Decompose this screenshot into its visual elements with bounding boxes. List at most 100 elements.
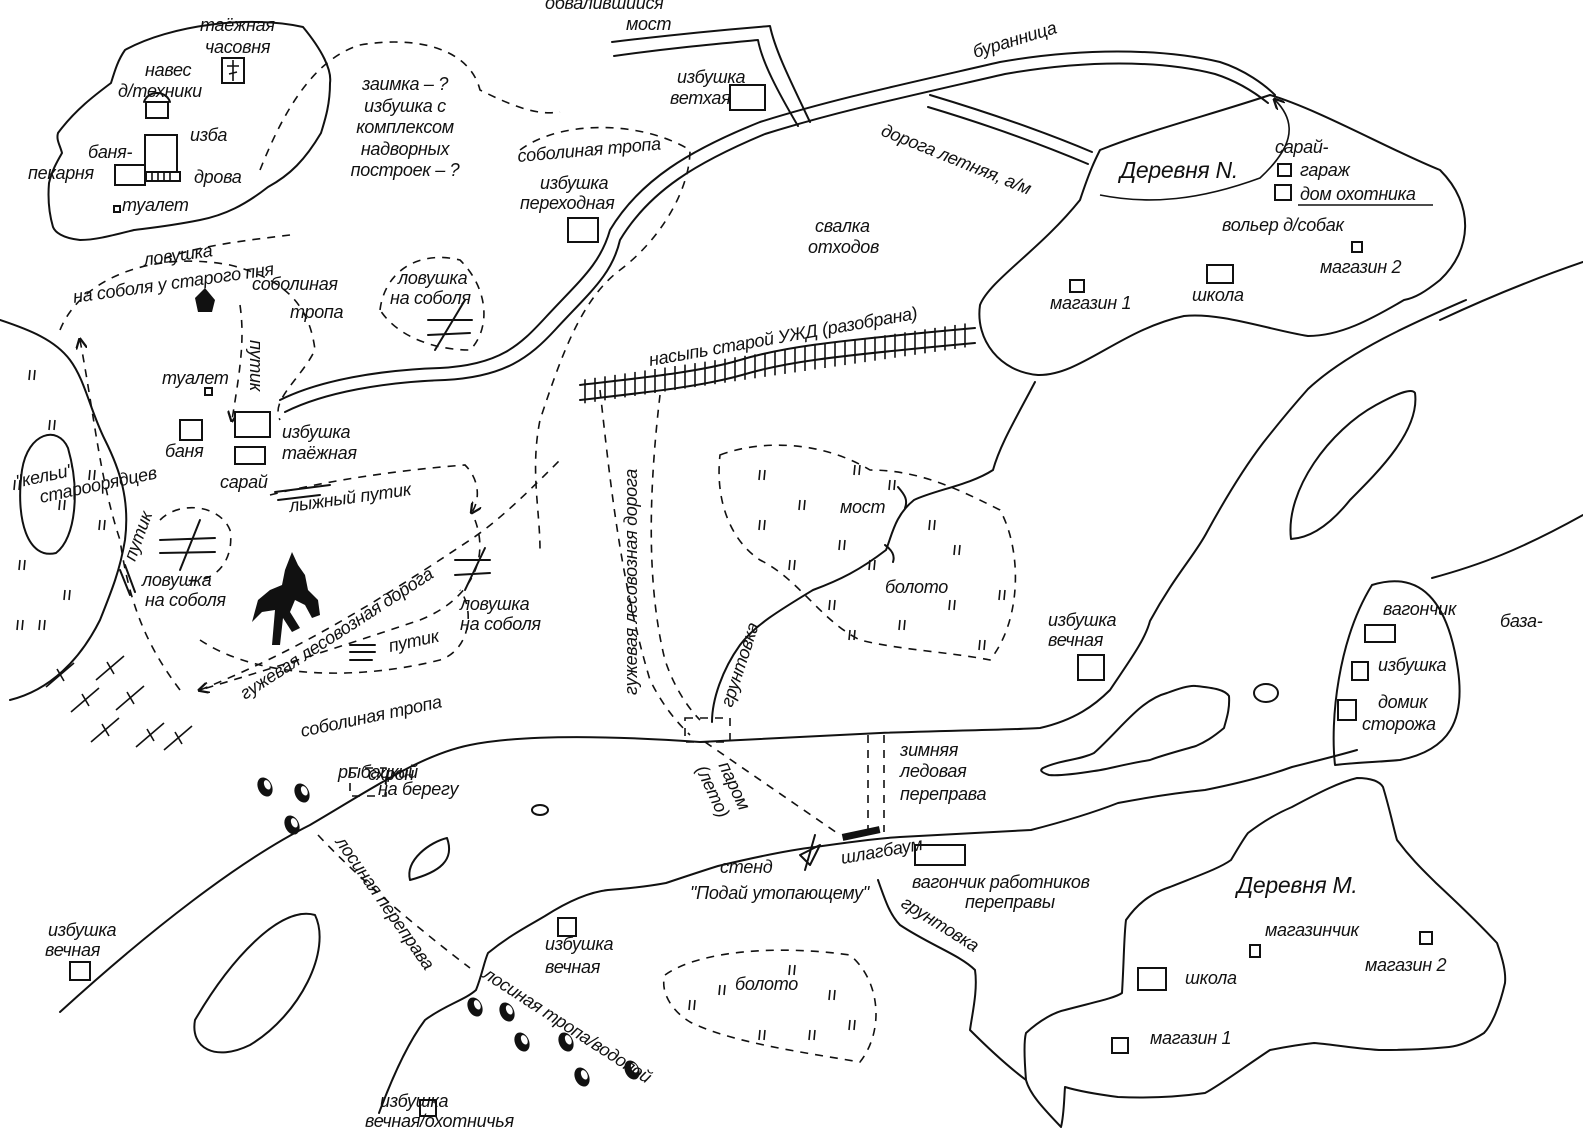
ice-crossing-route — [867, 735, 885, 835]
ferry-landing — [684, 717, 731, 743]
fish-cache-box — [349, 767, 387, 797]
toilet-2-building — [204, 387, 213, 396]
label-sable-trail-3: соболиная тропа — [299, 691, 444, 740]
old-road-edge — [613, 39, 799, 127]
shop-small-building — [1249, 944, 1261, 958]
label-sable-trail-1: соболиная тропа — [517, 134, 662, 166]
tree-cross-icon — [135, 722, 165, 748]
label-garage: сарай-гараж — [1275, 137, 1352, 180]
swamp-mark-icon — [978, 639, 986, 651]
shop-2-n-building — [1351, 241, 1363, 253]
firewood-hatch — [151, 172, 171, 181]
swamp-mark-icon — [38, 619, 46, 631]
label-putik-1: путик — [246, 340, 266, 393]
label-cells: "кельи"староорядцев — [14, 443, 159, 511]
izba-building — [144, 134, 178, 174]
tree-cross-icon — [90, 717, 120, 743]
roads — [279, 25, 1290, 413]
label-base-hut: избушка — [1378, 655, 1447, 675]
fishing-loop — [199, 589, 469, 674]
hoofprint-gap — [630, 1063, 638, 1073]
ferry-route — [704, 741, 841, 836]
summer-road — [279, 50, 1276, 401]
cross-icon — [227, 60, 239, 81]
trap-left-area — [159, 506, 232, 582]
village-track — [1099, 100, 1290, 201]
swamp-mark-icon — [848, 629, 856, 641]
swamp-2-outline — [663, 949, 877, 1063]
shed-building — [234, 446, 266, 465]
stump-trap-icon — [195, 288, 215, 312]
swamp-mark-icon — [953, 544, 961, 556]
swamp-mark-icon — [828, 989, 836, 1001]
barrier-gate — [841, 826, 881, 841]
base-hut-building — [1351, 661, 1369, 681]
school-m-building — [1137, 967, 1167, 991]
long-island — [1289, 389, 1417, 540]
horse-road-left — [199, 459, 561, 691]
hoofprint-gap — [290, 818, 298, 828]
hoofprint-icon — [514, 1032, 530, 1052]
landforms — [0, 20, 1583, 1128]
school-n-building — [1206, 264, 1234, 284]
eternal-hut-3-building — [557, 917, 577, 937]
label-putik-3: путик — [387, 625, 443, 656]
tree-cross-icon — [115, 685, 145, 711]
label-moose-crossing: лосиная переправа — [331, 832, 438, 974]
shop-1-m-building — [1111, 1037, 1129, 1054]
sable-trail-loop — [59, 260, 316, 421]
swamp-mark-icon — [928, 519, 936, 531]
swamp-mark-icon — [48, 419, 56, 431]
label-wagon: вагончик — [1383, 599, 1458, 619]
label-swamp-2: болото — [735, 974, 798, 994]
banya-building — [114, 164, 146, 186]
label-izba: изба — [190, 125, 227, 145]
label-banya-bakery: баня-пекарня — [28, 142, 132, 183]
horse-road-right-2 — [650, 394, 701, 721]
swamp-mark-icon — [758, 1029, 766, 1041]
swamp-mark-icon — [758, 469, 766, 481]
label-shop-1-n: магазин 1 — [1050, 293, 1131, 313]
label-banya-2: баня — [165, 441, 204, 461]
label-hunter-house: дом охотника — [1300, 184, 1416, 204]
village-road — [929, 94, 1093, 153]
shelter-roof — [143, 92, 171, 103]
hoofprint-icon — [467, 997, 483, 1017]
sable-traps — [119, 288, 491, 661]
swamp-mark-icon — [788, 559, 796, 571]
tree-cross-icon — [163, 725, 193, 751]
dirt-road-north — [711, 381, 1036, 723]
swamp-mark-icon — [888, 479, 896, 491]
hoofprint-icon — [574, 1067, 590, 1087]
swamp-mark-icon — [998, 589, 1006, 601]
workers-wagon-building — [914, 844, 966, 866]
swamp-mark-icon — [63, 589, 71, 601]
transit-hut-area-outline — [519, 126, 691, 551]
label-moose-trail: лосиная тропа/водопой — [479, 963, 655, 1087]
eternal-hut-2-building — [69, 961, 91, 981]
right-shore-upper — [1431, 514, 1583, 579]
lake-left — [193, 912, 321, 1054]
banya-2-building — [179, 419, 203, 441]
swamp-mark-icon — [13, 479, 21, 491]
swamp-and-forest-marks — [13, 369, 1006, 1041]
eternal-hut-1-building — [1077, 654, 1105, 681]
toilet-1-building — [113, 205, 121, 213]
eternal-hunt-hut-building — [419, 1099, 437, 1117]
swamp-mark-icon — [16, 619, 24, 631]
summer-road-edge — [284, 62, 1269, 413]
guard-house-building — [1337, 699, 1357, 721]
swamp-mark-icon — [788, 964, 796, 976]
ski-trail — [269, 464, 477, 512]
